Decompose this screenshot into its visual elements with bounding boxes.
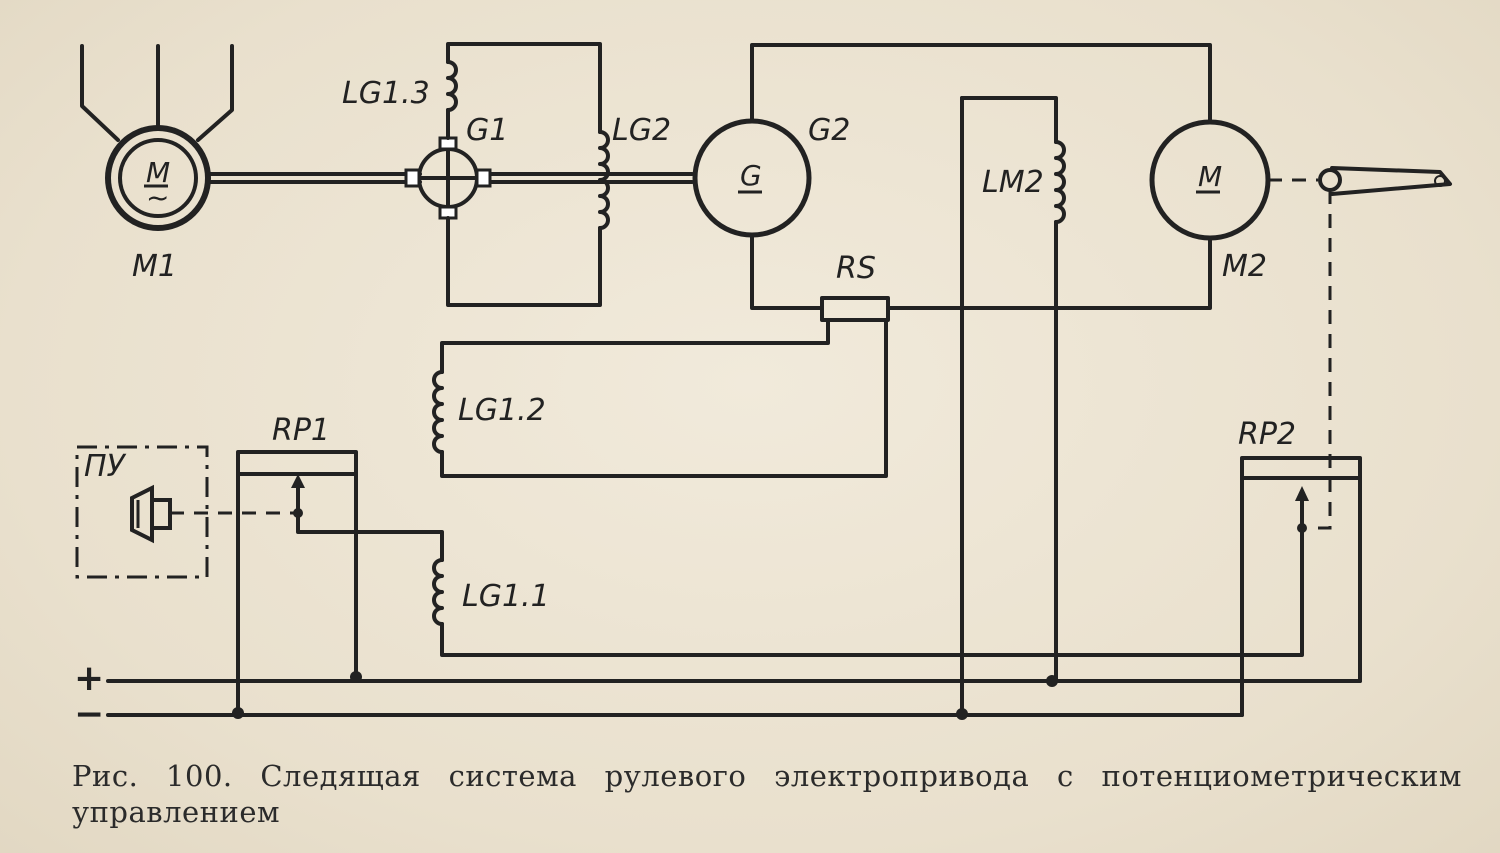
label-minus: − [74,694,104,735]
coil-lg2 [598,130,610,230]
figure-caption: Рис. 100. Следящая система рулевого элек… [72,759,1462,829]
label-plus: + [74,658,104,699]
main-circuit-top [750,43,1212,124]
g2-generator-symbol: G [740,159,762,192]
label-pu: ПУ [84,449,127,484]
label-lg13: LG1.3 [342,76,430,111]
label-lm2: LM2 [982,165,1044,200]
resistor-rs [820,296,890,322]
control-post-frame [75,445,209,579]
label-rp2: RP2 [1238,417,1296,452]
label-rp1: RP1 [272,413,330,448]
steering-wheel-icon [130,484,172,544]
coil-lm2 [1054,140,1066,224]
label-m2: M2 [1222,249,1267,284]
potentiometer-rp2 [1240,456,1362,717]
rudder-tiller-icon [1318,166,1452,196]
label-lg2: LG2 [612,113,671,148]
m1-motor-symbol: M [146,156,170,189]
label-m1: M1 [132,249,177,284]
coil-lg13 [446,60,458,112]
label-lg12: LG1.2 [458,393,546,428]
label-g2: G2 [808,113,850,148]
generator-g2: G [692,118,812,238]
label-lg11: LG1.1 [462,579,550,614]
potentiometer-rp1 [236,450,358,717]
coil-lg11 [432,558,444,626]
motor-m1: M ~ [80,44,234,231]
label-rs: RS [836,251,876,286]
m2-motor-symbol: M [1198,160,1222,193]
motor-m2: M [1149,119,1271,241]
exciter-g1 [404,136,492,220]
m1-ac-symbol: ~ [146,181,169,214]
coil-lg12 [432,370,444,454]
label-g1: G1 [466,113,508,148]
